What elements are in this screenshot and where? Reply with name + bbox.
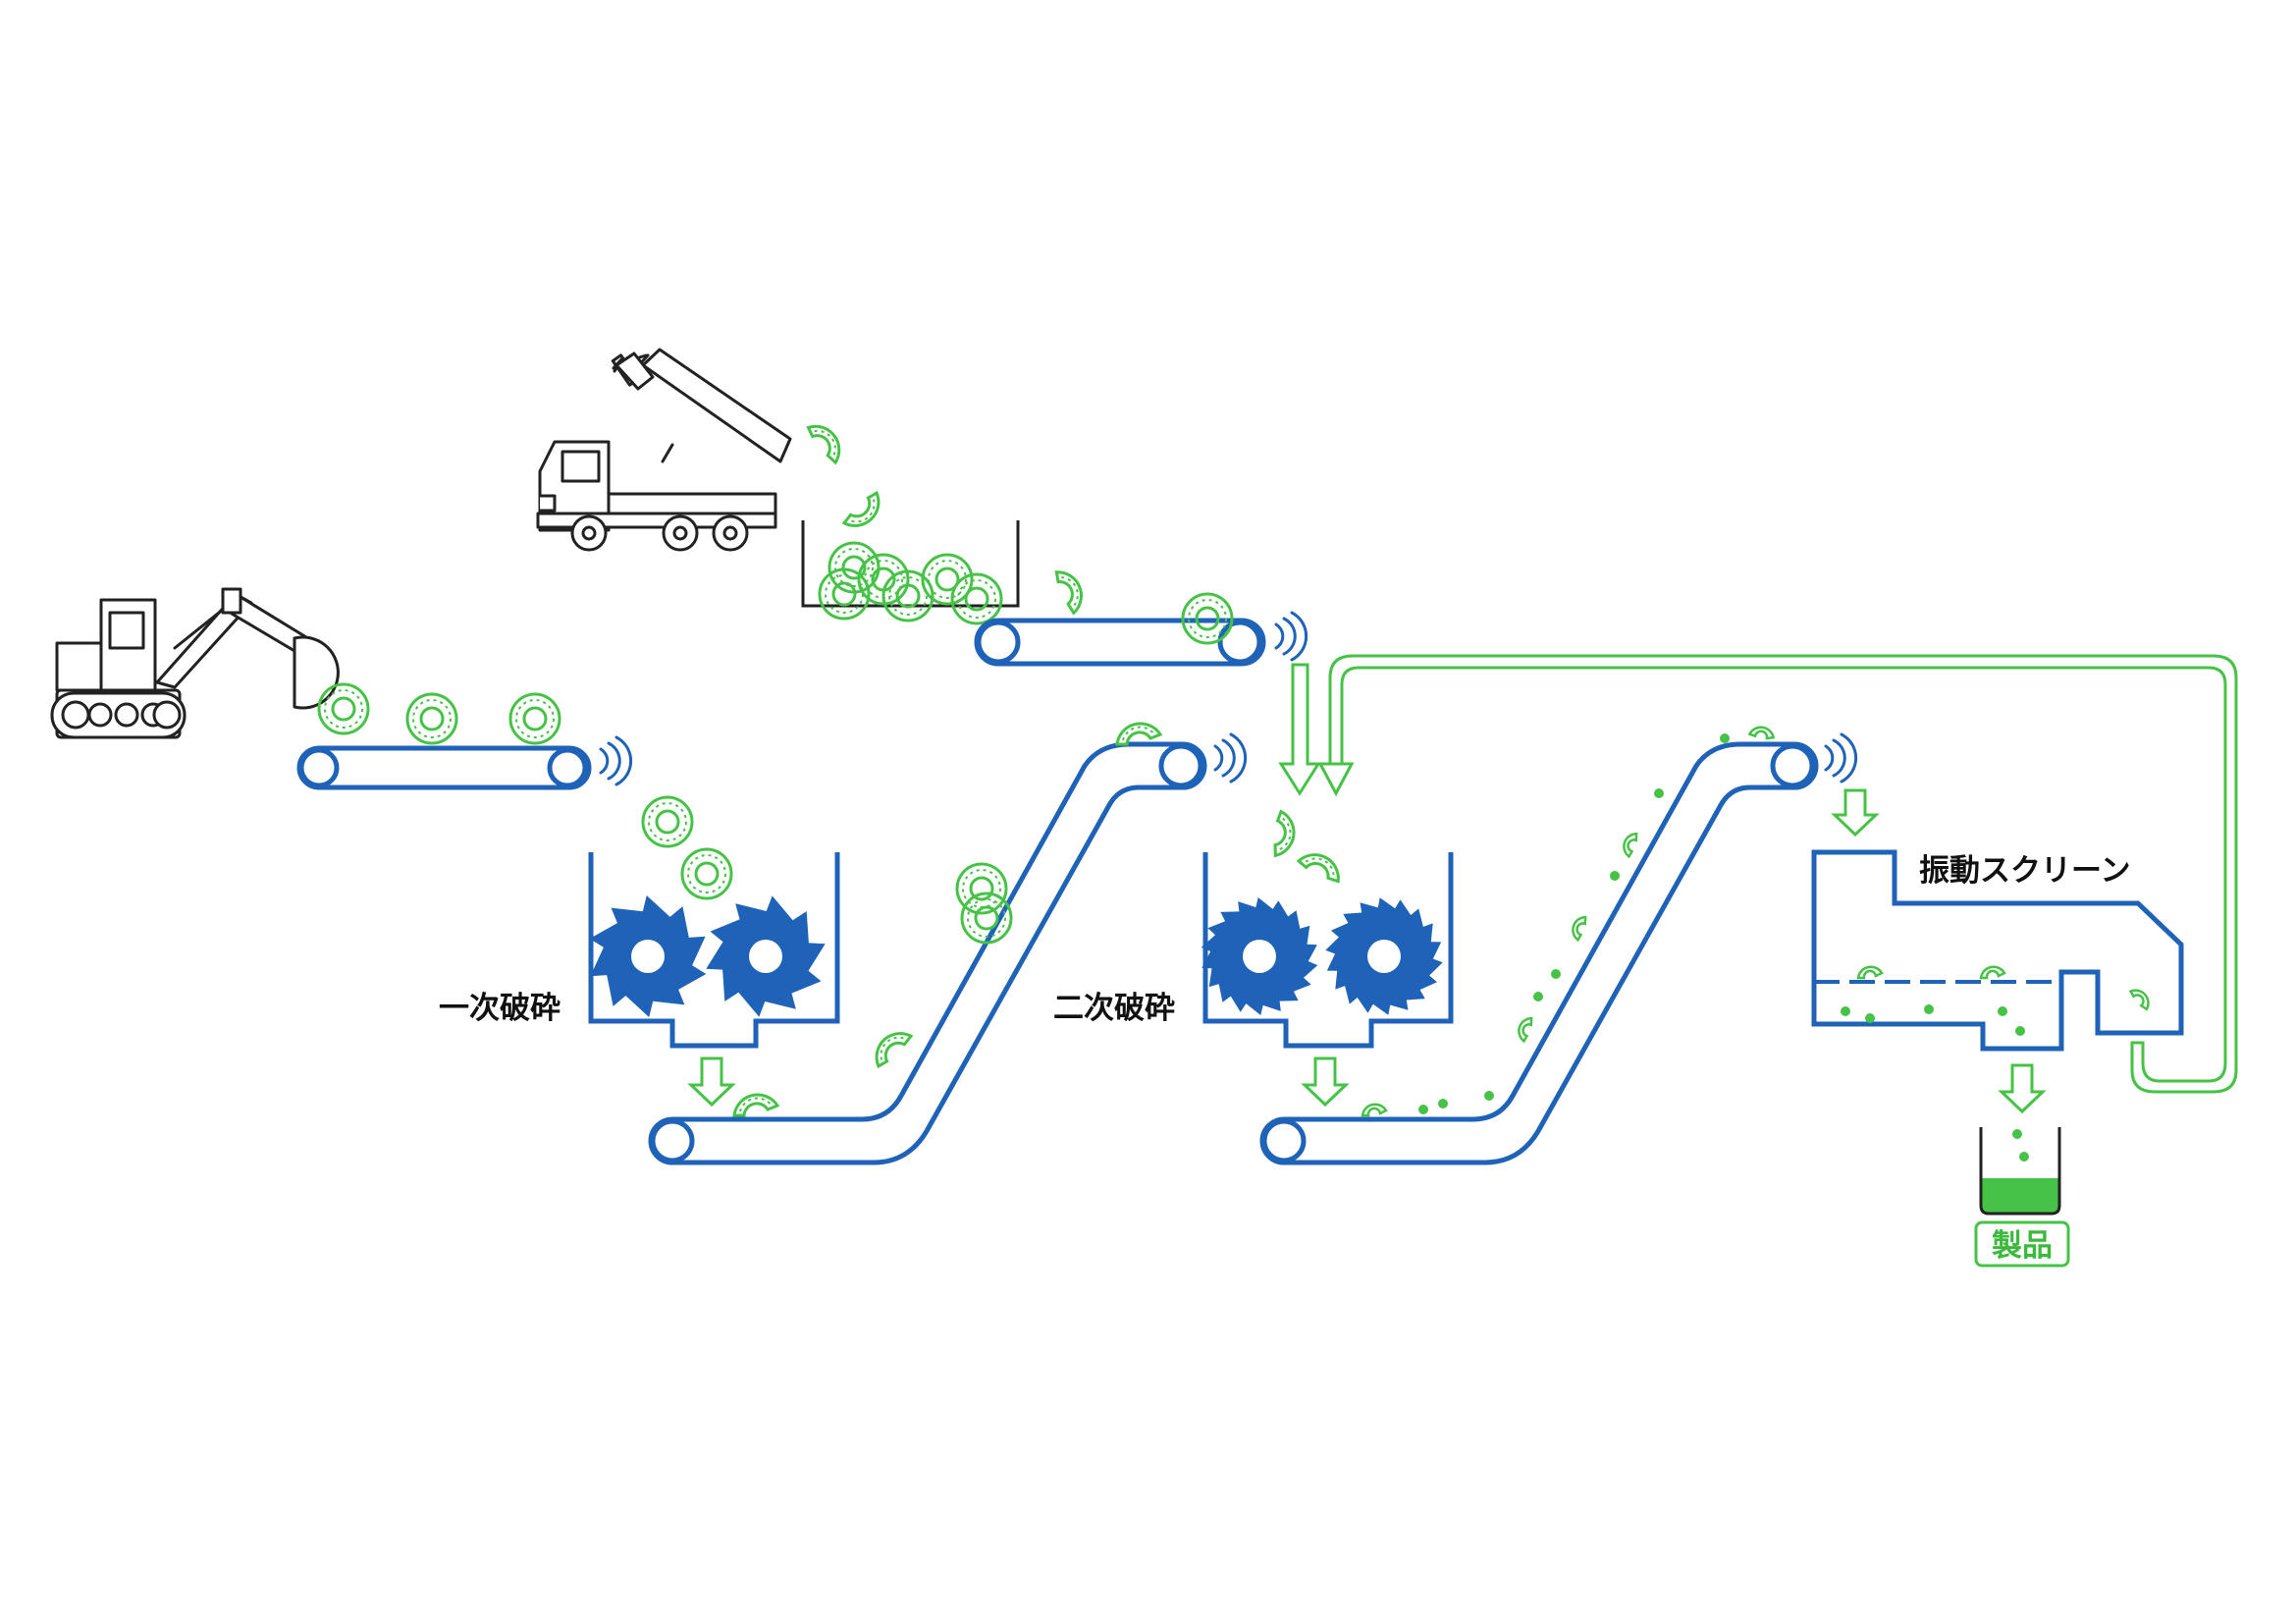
vibrating-screen-label: 振動スクリーン: [1919, 853, 2130, 889]
tires-on-belt-1: [317, 682, 561, 745]
falling-fragment: [806, 417, 847, 468]
falling-fragment: [1297, 843, 1347, 891]
dump-truck-icon: [536, 348, 792, 552]
inclined-conveyor-1: [648, 741, 1207, 1165]
primary-crusher: [588, 852, 840, 1049]
falling-fragment: [1054, 567, 1087, 617]
vibration-icon: [599, 735, 633, 786]
crushed-particles: [1361, 722, 1778, 1117]
tire-on-incline: [960, 892, 1013, 945]
product-bin: [1979, 1127, 2061, 1216]
conveyor-2: [974, 618, 1266, 667]
falling-tire: [680, 847, 733, 900]
vibrating-screen: [1811, 849, 2184, 1052]
fragment-on-belt: [1115, 722, 1162, 746]
vibration-icon: [1213, 732, 1248, 784]
conveyor-1: [296, 745, 592, 790]
product-label: 製品: [1992, 1228, 2053, 1264]
arrow-down-icon: [1831, 788, 1880, 838]
arrow-down-icon: [1301, 1056, 1350, 1108]
secondary-crusher: [1202, 852, 1454, 1049]
tire-pile: [818, 541, 1003, 625]
gear-crusher-icon: [1201, 897, 1443, 1015]
vibration-icon: [1824, 732, 1858, 784]
primary-crushing-label: 一次破砕: [439, 991, 561, 1026]
vibration-icon: [1274, 611, 1308, 662]
inclined-conveyor-2: [1259, 741, 1819, 1165]
arrow-down-icon: [1278, 663, 1321, 796]
falling-fragment: [837, 491, 889, 534]
fragment-on-belt: [732, 1093, 779, 1117]
screen-particles: [1841, 965, 2154, 1036]
dump-arm-icon: [614, 352, 655, 391]
falling-fragment: [1264, 810, 1303, 861]
product-badge: 製品: [1974, 1220, 2070, 1268]
arrow-down-icon: [687, 1056, 736, 1108]
secondary-crushing-label: 二次破砕: [1053, 991, 1175, 1026]
fragment-on-belt: [866, 1025, 918, 1068]
excavator-icon: [50, 587, 340, 739]
gear-crusher-icon: [589, 895, 826, 1017]
recirculation-path: [1317, 654, 2238, 1094]
arrow-down-icon: [1998, 1063, 2047, 1114]
falling-tire: [641, 795, 694, 848]
